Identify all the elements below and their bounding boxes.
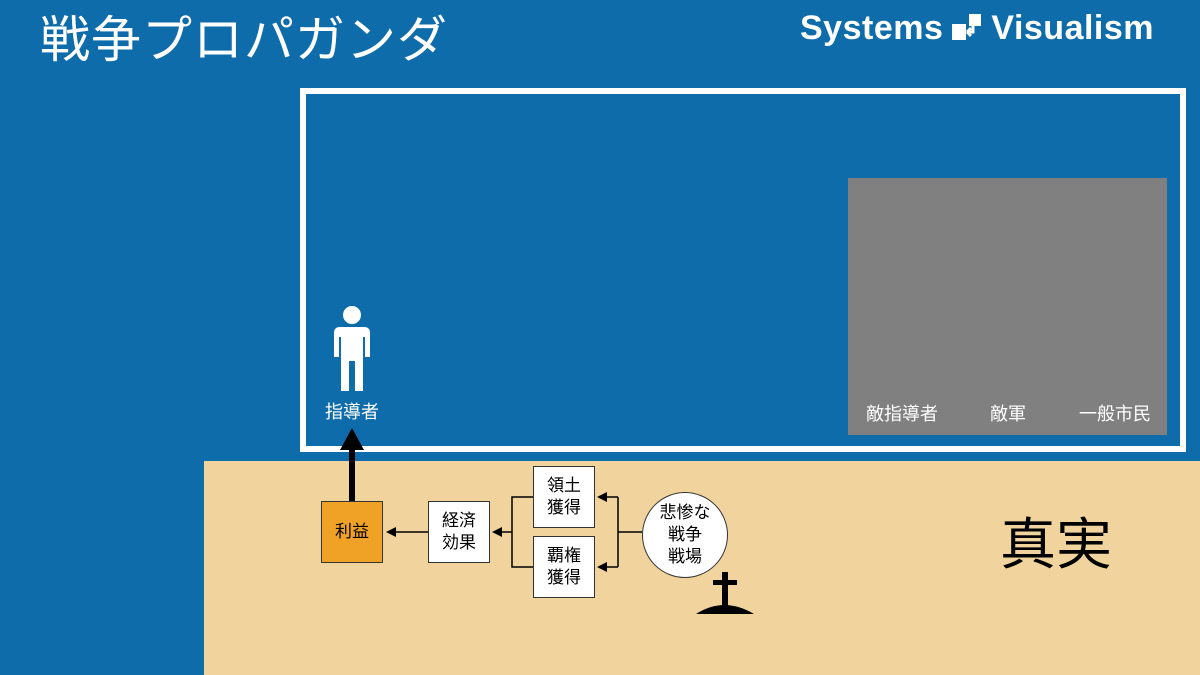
battlefield-label-2: 戦争 [668,525,702,545]
arrow-head [597,562,607,572]
arrow-head [492,527,502,537]
page-title: 戦争プロパガンダ [40,11,448,69]
propaganda-frame [300,88,1186,452]
battlefield-bracket [617,497,642,567]
battlefield-node: 悲惨な 戦争 戦場 [642,492,728,578]
person-icon [334,306,370,391]
battlefield-label-1: 悲惨な [659,503,711,523]
arrow-icon [340,428,364,450]
territory-label-2: 獲得 [547,498,581,518]
battlefield-label-3: 戦場 [668,547,702,567]
truth-label: 真実 [1000,513,1112,578]
leader-label: 指導者 [325,402,379,423]
hegemony-label-1: 覇権 [547,546,581,566]
brand-text-visualism: Visualism [991,8,1155,47]
brand-logo-icon [952,14,982,40]
economic-effect-node: 経済 効果 [428,501,490,563]
economic-effect-label-2: 効果 [442,533,476,553]
arrow-head [597,492,607,502]
hegemony-label-2: 獲得 [547,568,581,588]
civilians-label: 一般市民 [1079,404,1151,425]
territory-node: 領土 獲得 [533,466,595,528]
economic-effect-label-1: 経済 [442,511,476,531]
profit-label: 利益 [335,522,369,542]
brand-logo: Systems Visualism [800,8,1154,48]
profit-node: 利益 [321,501,383,563]
enemy-army-label: 敵軍 [990,404,1026,425]
enemy-leader-label: 敵指導者 [866,404,938,425]
grave-cross-icon [696,572,754,614]
territory-label-1: 領土 [547,476,581,496]
hegemony-node: 覇権 獲得 [533,536,595,598]
bracket-to-econ [511,496,533,568]
enemy-box: 敵指導者 敵軍 一般市民 [848,178,1167,435]
arrow-head [386,527,396,537]
brand-text-systems: Systems [800,8,944,47]
